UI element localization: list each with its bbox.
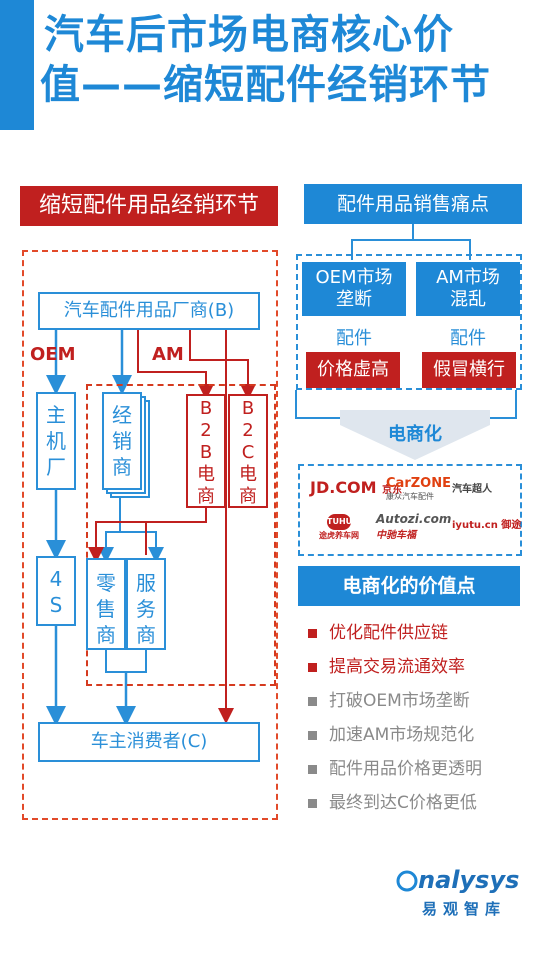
- manufacturer-box: 汽车配件用品厂商(B): [38, 292, 260, 330]
- oem-plant-char: 厂: [46, 455, 66, 479]
- pain-points-frame: [296, 254, 522, 390]
- retailer-char: 零: [96, 571, 116, 595]
- right-panel-header: 配件用品销售痛点: [304, 184, 522, 224]
- b2c-char: B: [241, 398, 255, 419]
- bullet-square-icon: [308, 764, 317, 774]
- b2b-char: 电: [197, 464, 215, 485]
- value-bullet: 打破OEM市场垄断: [308, 690, 528, 712]
- title-line-2: 值——缩短配件经销环节: [40, 62, 491, 108]
- distributor-char: 销: [112, 429, 132, 453]
- title-accent-bar: [0, 0, 34, 130]
- am-market-box: AM市场 混乱: [416, 262, 520, 316]
- am-parts-label: 配件: [450, 328, 486, 349]
- iyutu-logo: iyutu.cn 御途: [452, 520, 522, 531]
- b2b-char: 商: [197, 486, 215, 507]
- title-line-1: 汽车后市场电商核心价: [44, 12, 454, 58]
- bullet-text: 提高交易流通效率: [329, 657, 465, 677]
- b2b-char: B: [199, 442, 213, 463]
- oem-market-box: OEM市场 垄断: [302, 262, 406, 316]
- service-char: 务: [136, 597, 156, 621]
- retailer-char: 售: [96, 597, 116, 621]
- tuhu-logo: TUHU 途虎养车网: [314, 514, 364, 541]
- value-header: 电商化的价值点: [298, 566, 520, 606]
- oem-plant-box: 主 机 厂: [36, 392, 76, 490]
- b2c-char: 电: [239, 464, 257, 485]
- jd-logo-text: JD.COM: [310, 478, 377, 497]
- bullet-text: 加速AM市场规范化: [329, 725, 475, 745]
- bullet-square-icon: [308, 628, 317, 638]
- ecommerce-label: 电商化: [388, 424, 442, 445]
- jd-logo: JD.COM 京东: [310, 478, 402, 497]
- bullet-text: 配件用品价格更透明: [329, 759, 482, 779]
- bullet-text: 最终到达C价格更低: [329, 793, 477, 813]
- autozi-logo: Autozi.com 中驰车福: [376, 512, 451, 541]
- left-panel-header: 缩短配件用品经销环节: [20, 186, 278, 226]
- b2c-char: C: [241, 442, 255, 463]
- four-s-box: 4 S: [36, 556, 76, 626]
- b2b-char: B: [199, 398, 213, 419]
- distributor-char: 经: [112, 403, 132, 427]
- oem-plant-char: 机: [46, 429, 66, 453]
- carzone-logo-text: CarZONE: [386, 476, 451, 491]
- distributor-char: 商: [112, 455, 132, 479]
- bullet-text: 打破OEM市场垄断: [329, 691, 470, 711]
- jd-logo-cn: 京东: [382, 485, 403, 496]
- service-box: 服 务 商: [126, 558, 166, 650]
- value-bullet: 加速AM市场规范化: [308, 724, 528, 746]
- value-bullet: 提高交易流通效率: [308, 656, 528, 678]
- carzone-logo-cn: 康众汽车配件: [386, 492, 434, 501]
- b2b-box: B 2 B 电 商: [186, 394, 226, 508]
- am-dashed-group: [86, 384, 276, 686]
- b2b-char: 2: [200, 420, 212, 441]
- oem-issue-tag: 价格虚高: [306, 352, 400, 388]
- bullet-square-icon: [308, 662, 317, 672]
- autozi-logo-cn: 中驰车福: [376, 530, 416, 541]
- logos-frame: [298, 464, 522, 556]
- b2c-char: 商: [239, 486, 257, 507]
- analysys-mark-icon: [396, 870, 418, 892]
- brand-name: nalysys: [418, 866, 520, 894]
- tuhu-badge: TUHU: [327, 514, 352, 530]
- oem-parts-label: 配件: [336, 328, 372, 349]
- service-char: 服: [136, 571, 156, 595]
- bullet-square-icon: [308, 798, 317, 808]
- b2c-box: B 2 C 电 商: [228, 394, 268, 508]
- autozi-logo-text: Autozi.com: [376, 512, 452, 526]
- service-char: 商: [136, 623, 156, 647]
- four-s-char: 4: [49, 567, 63, 591]
- am-label: AM: [152, 344, 184, 365]
- retailer-char: 商: [96, 623, 116, 647]
- oem-plant-char: 主: [46, 403, 66, 427]
- value-bullet: 配件用品价格更透明: [308, 758, 528, 780]
- carzone-logo: CarZONE 康众汽车配件: [386, 476, 451, 502]
- oem-label: OEM: [30, 344, 76, 365]
- bullet-square-icon: [308, 696, 317, 706]
- consumer-box: 车主消费者(C): [38, 722, 260, 762]
- carsuper-logo: 汽车超人: [452, 484, 492, 495]
- four-s-char: S: [49, 593, 63, 617]
- value-bullet: 最终到达C价格更低: [308, 792, 528, 814]
- value-bullet: 优化配件供应链: [308, 622, 528, 644]
- distributor-box: 经 销 商: [102, 392, 142, 490]
- page-title: 汽车后市场电商核心价 值——缩短配件经销环节: [40, 10, 534, 110]
- b2c-char: 2: [242, 420, 254, 441]
- bullet-text: 优化配件供应链: [329, 623, 448, 643]
- left-dashed-frame: [22, 250, 278, 820]
- retailer-box: 零 售 商: [86, 558, 126, 650]
- am-issue-tag: 假冒横行: [422, 352, 516, 388]
- tuhu-logo-cn: 途虎养车网: [319, 531, 359, 540]
- value-bullets: 优化配件供应链 提高交易流通效率 打破OEM市场垄断 加速AM市场规范化 配件用…: [308, 622, 528, 814]
- brand-sub: 易观智库: [422, 900, 507, 918]
- bullet-square-icon: [308, 730, 317, 740]
